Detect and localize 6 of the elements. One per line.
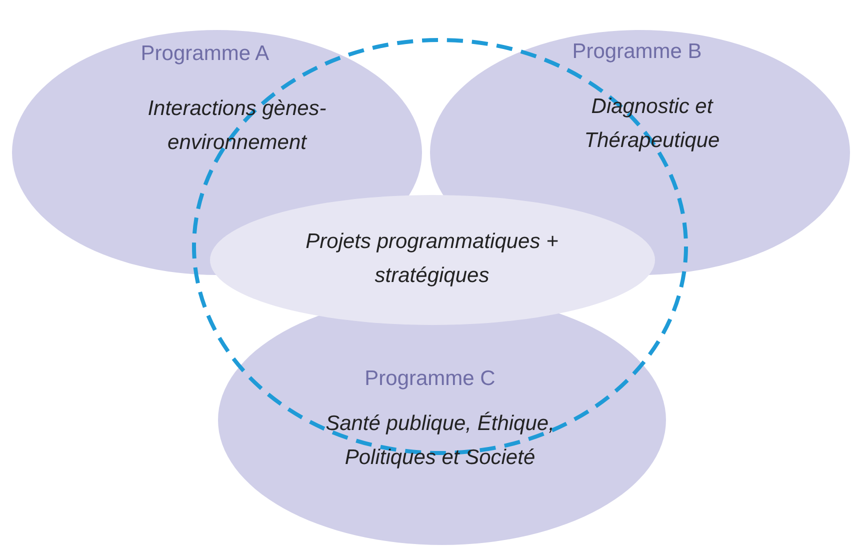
ellipse-label: Santé publique, Éthique, Politiques et Societé xyxy=(324,410,556,471)
programme-heading: Programme C xyxy=(364,367,496,391)
ellipse-label: Interactions gènes-environnement xyxy=(146,96,328,156)
programme-heading: Programme B xyxy=(571,40,703,64)
programme-heading: Programme A xyxy=(140,42,270,66)
ellipse-label: Projets programmatiques + stratégiques xyxy=(304,229,560,289)
